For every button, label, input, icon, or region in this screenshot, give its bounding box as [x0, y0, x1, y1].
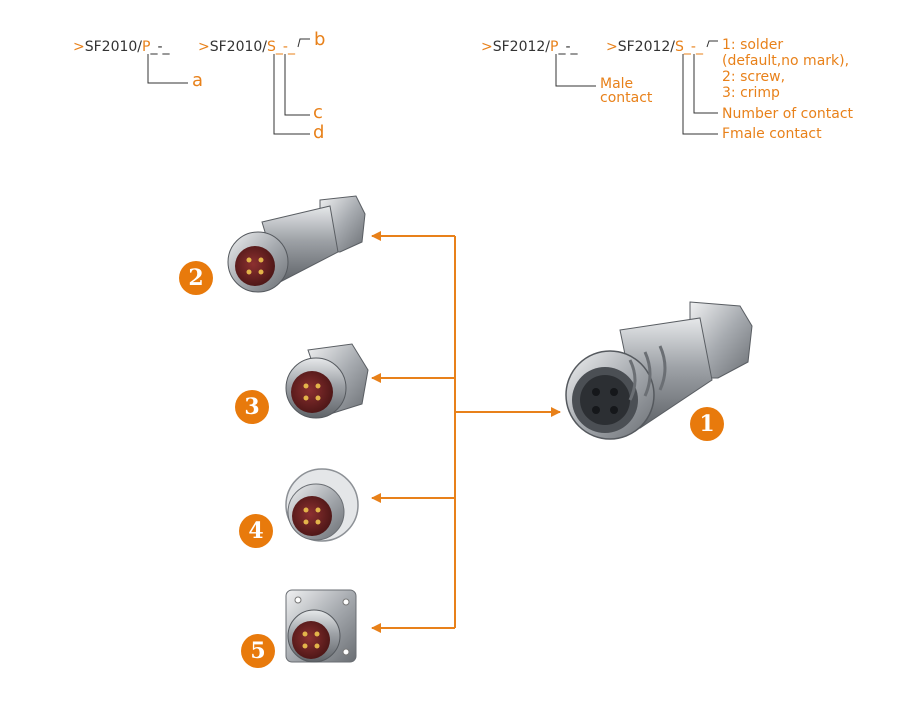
- code-sf2012-male: >SF2012/P_-_: [481, 39, 578, 55]
- leader-c: [284, 54, 310, 116]
- code-type: S: [267, 39, 276, 55]
- connector-3-image: [285, 343, 369, 419]
- label-male-contact-1: Male: [600, 76, 634, 92]
- label-termination-4: 3: crimp: [722, 85, 780, 101]
- code-sf2010-female: >SF2010/S_-_: [198, 39, 295, 55]
- code-suffix: _-_: [275, 39, 295, 55]
- code-model: SF2010/: [209, 39, 268, 55]
- code-model: SF2012/: [492, 39, 551, 55]
- code-sf2010-male: >SF2010/P_-_: [73, 39, 170, 55]
- code-suffix: _-_: [150, 39, 170, 55]
- code-type: P: [142, 39, 151, 55]
- badge-2: 2: [179, 261, 213, 295]
- code-type: S: [675, 39, 684, 55]
- badge-5: 5: [241, 634, 275, 668]
- code-model: SF2010/: [84, 39, 143, 55]
- label-a: a: [192, 70, 204, 91]
- badge-1: 1: [690, 407, 724, 441]
- code-prefix: >: [198, 39, 210, 55]
- leader-termination: [706, 40, 718, 48]
- code-sf2012-female: >SF2012/S_-_: [606, 39, 703, 55]
- code-prefix: >: [606, 39, 618, 55]
- label-d: d: [313, 122, 325, 143]
- leader-a: [147, 54, 188, 84]
- code-prefix: >: [73, 39, 85, 55]
- leader-female: [682, 54, 718, 135]
- code-suffix: _-_: [558, 39, 578, 55]
- label-termination-3: 2: screw,: [722, 69, 786, 85]
- code-suffix: _-_: [683, 39, 703, 55]
- label-termination-1: 1: solder: [722, 37, 784, 53]
- connector-5-image: [285, 589, 357, 663]
- badge-3: 3: [235, 390, 269, 424]
- connection-arrows: [371, 231, 561, 633]
- code-type: P: [550, 39, 559, 55]
- label-termination-2: (default,no mark),: [722, 53, 850, 69]
- connector-2-image: [227, 195, 366, 293]
- connector-4-image: [285, 468, 359, 542]
- label-male-contact-2: contact: [600, 90, 653, 106]
- code-model: SF2012/: [617, 39, 676, 55]
- label-number-of-contact: Number of contact: [722, 106, 854, 122]
- code-prefix: >: [481, 39, 493, 55]
- leader-d: [273, 54, 310, 135]
- leader-lines: [147, 38, 718, 135]
- label-c: c: [313, 102, 323, 123]
- badge-4: 4: [239, 514, 273, 548]
- leader-male: [555, 54, 596, 87]
- leader-number: [693, 54, 718, 114]
- label-female-contact: Fmale contact: [722, 126, 822, 142]
- connector-1-image: [565, 301, 753, 440]
- leader-b: [297, 38, 310, 48]
- label-b: b: [314, 29, 326, 50]
